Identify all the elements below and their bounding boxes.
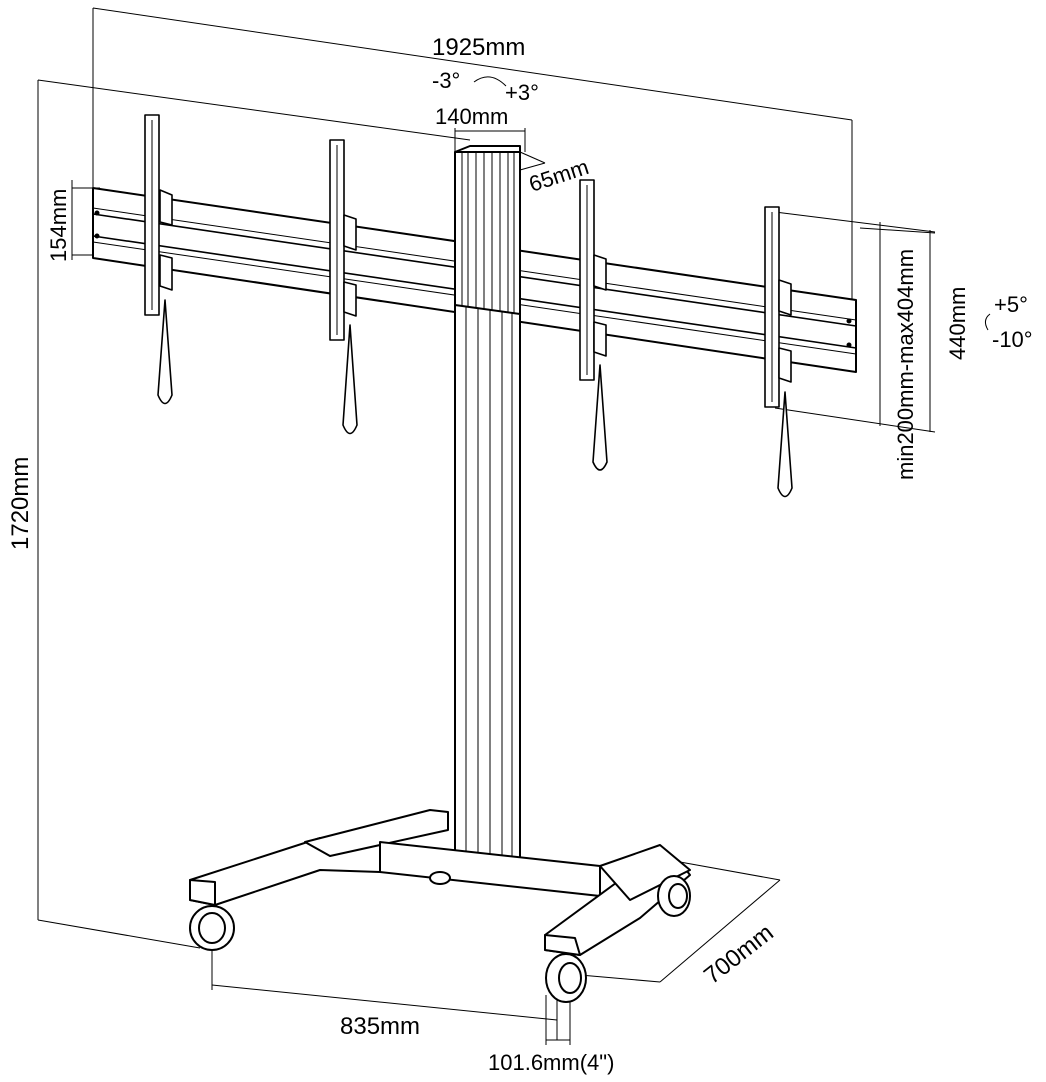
tilt-arcs [473,76,991,331]
label-rail-height: 154mm [46,189,71,262]
label-tilt-up: +5° [994,292,1028,317]
label-tilt-pos: +3° [505,80,539,105]
bracket-1 [144,114,173,405]
label-column-width: 140mm [435,104,508,129]
label-base-depth: 700mm [699,919,779,990]
bracket-4 [764,206,793,498]
casters [189,871,691,1003]
caster-back-right [657,875,691,917]
caster-front-left [189,905,235,951]
label-base-width: 835mm [340,1013,420,1040]
bracket-3 [579,179,608,471]
caster-back-left [429,871,451,885]
dimension-lines [37,7,936,1045]
label-caster-size: 101.6mm(4") [488,1050,614,1075]
label-overall-height: 1720mm [7,457,34,550]
label-tilt-down: -10° [992,327,1033,352]
caster-front-right [545,953,587,1003]
label-bracket-range: min200mm-max404mm [893,249,918,480]
label-bracket-length: 440mm [945,287,970,360]
label-overall-width: 1925mm [432,34,525,61]
bracket-2 [329,139,358,435]
center-column [454,145,521,863]
label-tilt-neg: -3° [432,68,460,93]
base [189,809,691,956]
